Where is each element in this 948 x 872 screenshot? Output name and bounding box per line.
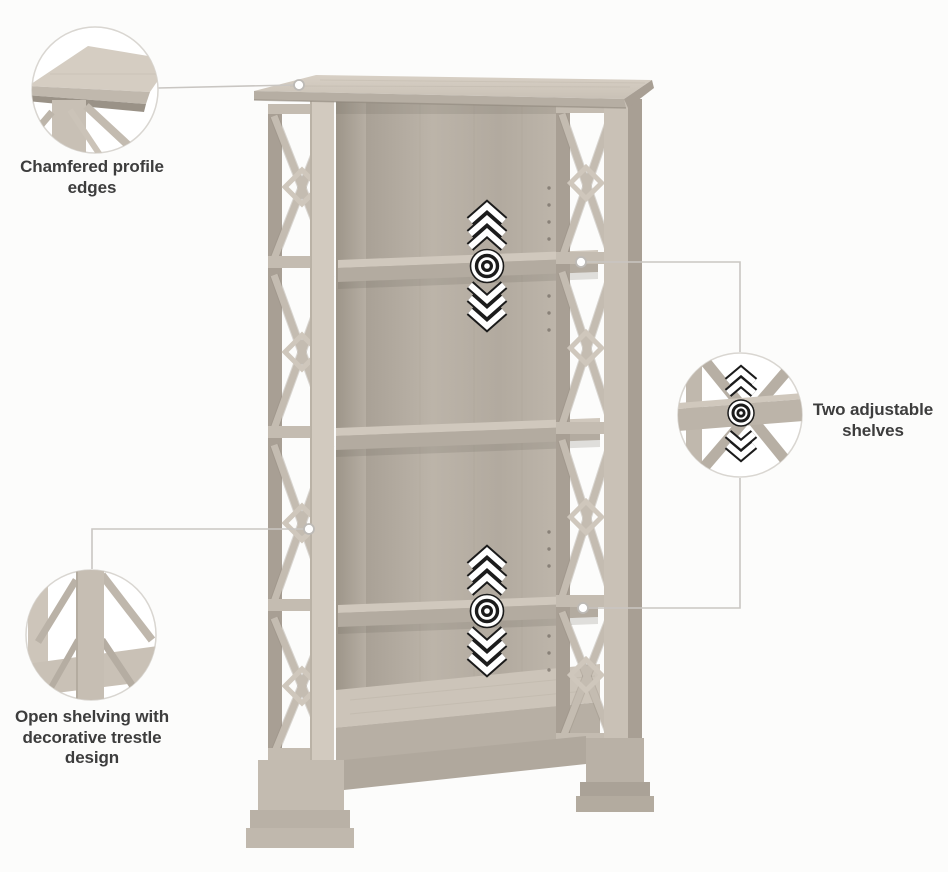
connector-trestle (91, 528, 304, 569)
right-front-post (604, 99, 628, 745)
left-front-post (310, 99, 334, 763)
bullseye-target-icon (727, 399, 755, 427)
connector-shelf-2 (588, 478, 741, 609)
chevrons-up-icon (466, 544, 508, 596)
callout-bubble-chamfered-edges (31, 26, 159, 154)
callout-bubble-adjustable-shelves (677, 352, 803, 478)
connector-chamfered (157, 84, 295, 89)
callout-label-trestle-design: Open shelving with decorative trestle de… (14, 707, 170, 768)
left-trestle-panel (268, 99, 335, 790)
shelf-top-face (338, 595, 598, 613)
connector-shelf-1 (586, 261, 741, 352)
shelf-shadow (338, 617, 598, 634)
zoom-cap-edge (32, 86, 150, 104)
zoom-post (76, 570, 104, 700)
shelf-front-edge (336, 426, 600, 450)
shelf-fixed-middle (336, 418, 600, 457)
top-cap-surface (254, 75, 652, 99)
adjustable-shelf-indicator-1 (466, 199, 508, 333)
left-foot (246, 760, 354, 848)
shelf-adjustable-2 (338, 595, 598, 634)
zoom-brace (32, 109, 55, 153)
top-cap-front-edge (254, 91, 626, 108)
top-cap (253, 75, 654, 109)
bottom-base-rail (344, 736, 586, 790)
chevrons-down-icon (466, 281, 508, 333)
chevrons-down-icon (466, 626, 508, 678)
bullseye-target-icon (469, 248, 505, 284)
bubble-zoom-photo (32, 46, 158, 153)
zoom-brace (35, 578, 79, 644)
shelf-shadow (338, 272, 598, 289)
circle-marker-icon (303, 523, 315, 535)
bullseye-target-icon (469, 593, 505, 629)
shelf-top-face (336, 418, 600, 436)
right-foot (576, 738, 654, 812)
right-post-side-face (628, 99, 642, 745)
adjustable-shelf-indicator-2 (466, 544, 508, 678)
shelf-front-edge (338, 603, 598, 627)
shelf-shadow (336, 440, 600, 457)
zoom-brace (98, 572, 156, 643)
shelf-front-edge (338, 258, 598, 282)
shelf-top-face (338, 250, 598, 268)
shelf-adjustable-1 (338, 250, 598, 289)
bottom-shelf-top (336, 664, 600, 728)
diamond-accent (566, 163, 606, 203)
callout-label-chamfered-edges: Chamfered profile edges (20, 157, 164, 197)
callout-bubble-trestle-design (25, 569, 157, 701)
diamond-accent (566, 328, 606, 368)
chevrons-down-icon (724, 430, 758, 463)
bubble-zoom-photo (678, 353, 802, 477)
circle-marker-icon (575, 256, 587, 268)
top-cap-right-edge (624, 80, 654, 108)
circle-marker-icon (293, 79, 305, 91)
circle-marker-icon (577, 602, 589, 614)
diamond-accent (566, 497, 606, 537)
diamond-accent (566, 655, 606, 695)
callout-connectors (91, 79, 741, 614)
zoom-cap-top (32, 46, 158, 92)
right-trestle-lattice (557, 112, 617, 742)
zoom-brace (67, 108, 105, 153)
bottom-shelf (336, 664, 600, 762)
bottom-front-rail (336, 702, 600, 762)
right-trestle-panel (556, 99, 642, 745)
callout-label-adjustable-shelves: Two adjustable shelves (812, 400, 934, 440)
top-cap-shadow-line (253, 99, 627, 109)
chevrons-up-icon (466, 199, 508, 251)
chevrons-up-icon (724, 364, 758, 397)
